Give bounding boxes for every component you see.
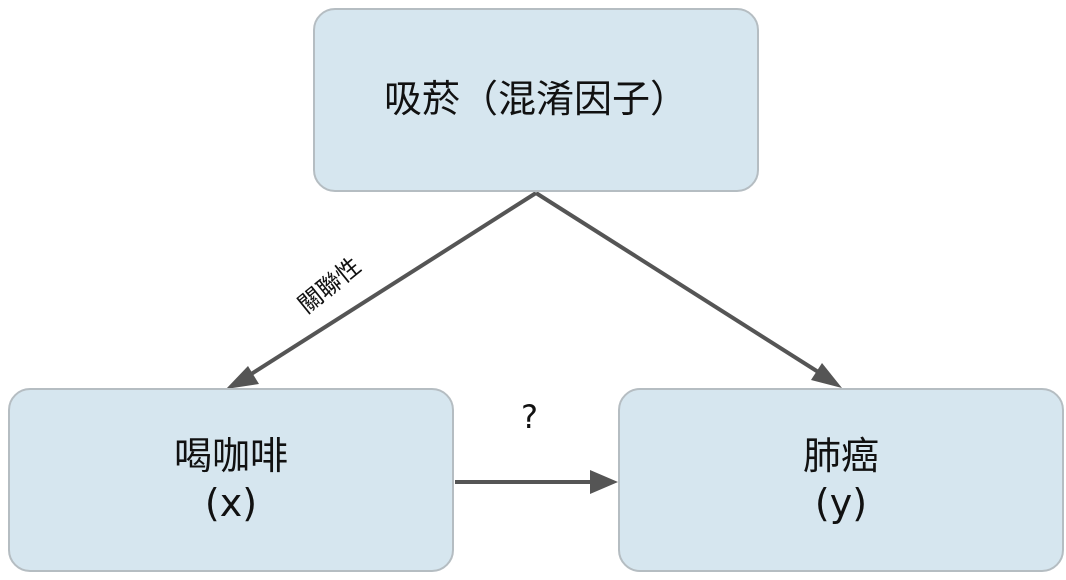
arrowhead-outcome <box>811 363 842 388</box>
node-outcome-label: 肺癌 <box>802 433 879 478</box>
node-exposure-coffee: 喝咖啡 (x) <box>8 388 454 572</box>
arrowhead-exposure <box>226 366 259 389</box>
edge-label-association: 關聯性 <box>292 251 367 319</box>
edge-confounder-to-outcome <box>534 191 836 384</box>
node-confounder-smoking: 吸菸（混淆因子） <box>313 8 759 192</box>
node-outcome-variable: (y) <box>814 481 868 525</box>
node-outcome-lung-cancer: 肺癌 (y) <box>618 388 1064 572</box>
node-exposure-label: 喝咖啡 <box>173 433 288 478</box>
node-confounder-label: 吸菸（混淆因子） <box>383 77 688 122</box>
node-exposure-variable: (x) <box>204 481 258 525</box>
edge-label-question: ? <box>521 398 538 436</box>
arrowhead-outcome-horizontal <box>590 470 618 494</box>
edge-confounder-to-exposure <box>232 191 538 387</box>
